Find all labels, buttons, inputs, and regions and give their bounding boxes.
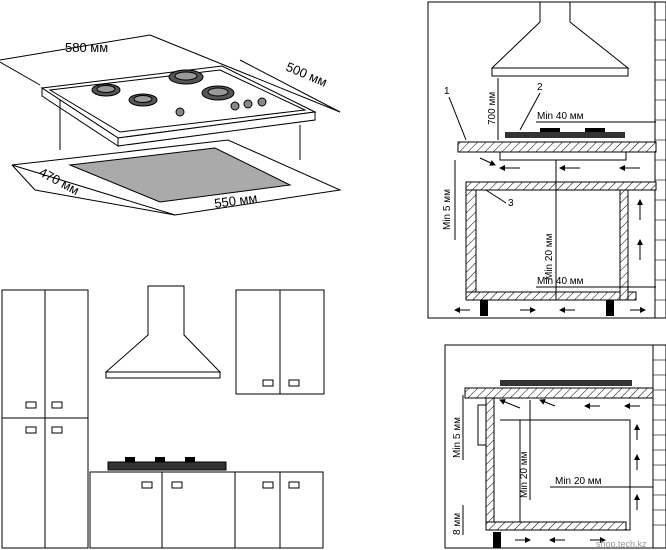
callout-2: 2 bbox=[537, 82, 543, 93]
installation-section-top: 700 мм 1 2 3 Min 40 мм Min 5 мм Min 20 м… bbox=[427, 1, 666, 319]
callout-1: 1 bbox=[444, 86, 450, 97]
height-700-label: 700 мм bbox=[487, 92, 498, 125]
cutout-width-label: 550 мм bbox=[213, 190, 258, 211]
watermark: shop.tech.kz bbox=[596, 539, 647, 549]
min-5-top-label: Min 5 мм bbox=[442, 189, 453, 230]
min-40-top-label: Min 40 мм bbox=[537, 111, 584, 122]
min-20-bottom-vertical-label: Min 20 мм bbox=[519, 451, 530, 498]
installation-section-bottom: Min 5 мм Min 20 мм Min 20 мм 8 мм shop.t… bbox=[444, 344, 666, 549]
min-20-top-label: Min 20 мм bbox=[544, 233, 555, 280]
min-5-bottom-label: Min 5 мм bbox=[452, 417, 463, 458]
kitchen-elevation bbox=[1, 285, 325, 549]
bottom-8-label: 8 мм bbox=[452, 513, 463, 535]
hob-depth-label: 500 мм bbox=[284, 59, 330, 90]
min-40-bottom-label: Min 40 мм bbox=[537, 276, 584, 287]
min-20-bottom-right-label: Min 20 мм bbox=[555, 476, 602, 487]
callout-3: 3 bbox=[508, 198, 514, 209]
hob-dimension-drawing: 580 мм 500 мм 470 мм 550 мм bbox=[0, 34, 342, 216]
hob-width-label: 580 мм bbox=[65, 40, 108, 55]
